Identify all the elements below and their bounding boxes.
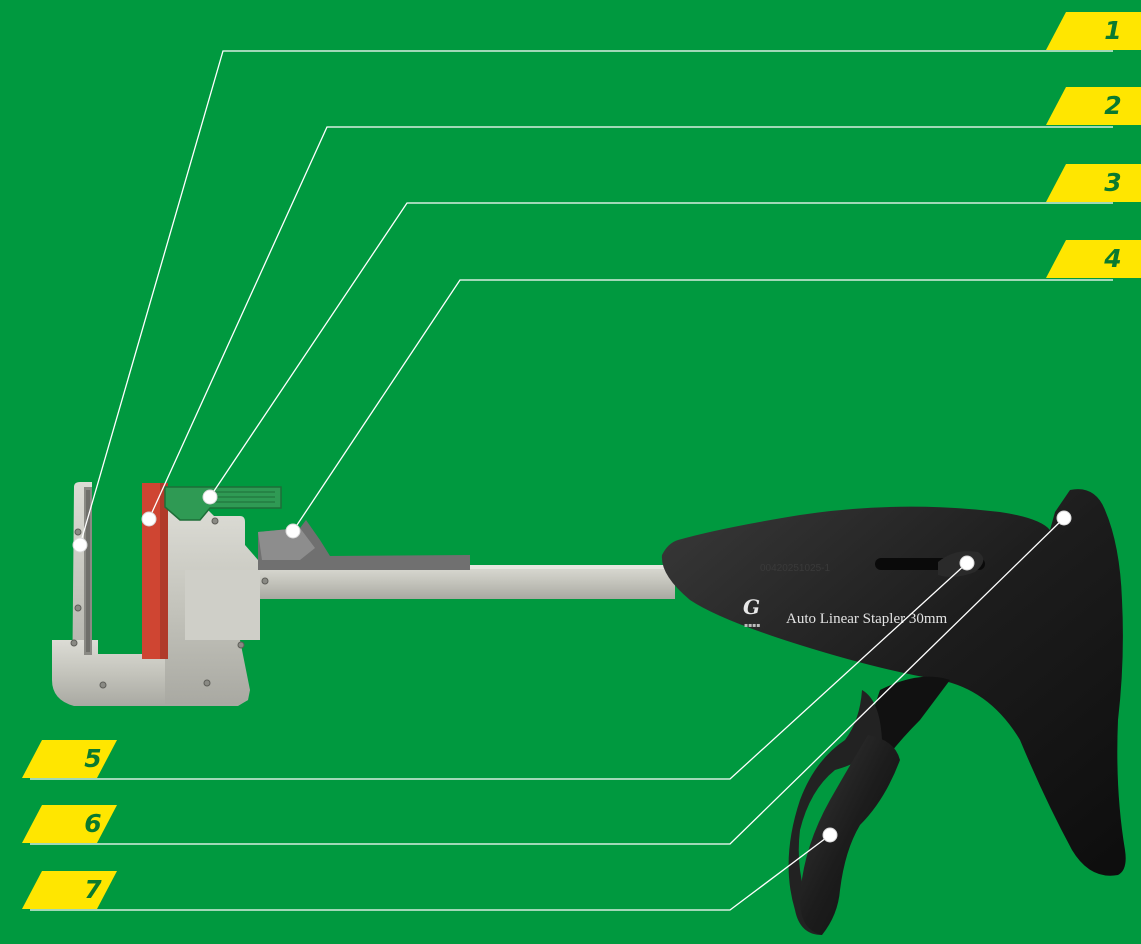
stapler-handle (662, 489, 1126, 935)
leader-line-2 (149, 127, 1113, 519)
stapler-label: Auto Linear Stapler 30mm (786, 611, 948, 627)
leader-line-1 (80, 51, 1113, 545)
leader-line-7 (30, 835, 830, 910)
cartridge-frame (165, 507, 260, 704)
serial-number: 00420251025-1 (760, 563, 831, 574)
callout-badge-3: 3 (1046, 164, 1141, 202)
callout-badge-5: 5 (22, 740, 117, 778)
callout-badge-1: 1 (1046, 12, 1141, 50)
release-lever (165, 487, 281, 520)
callout-point-3 (203, 490, 217, 504)
callout-number-5: 5 (78, 740, 108, 778)
stapler-logo: G ▪▪▪▪ (743, 595, 760, 629)
callout-number-4: 4 (1098, 240, 1128, 278)
callout-point-4 (286, 524, 300, 538)
leader-line-4 (293, 280, 1113, 531)
callout-badge-7: 7 (22, 871, 117, 909)
svg-text:▪▪▪▪: ▪▪▪▪ (744, 622, 760, 629)
callout-number-1: 1 (1098, 12, 1128, 50)
callout-badge-2: 2 (1046, 87, 1141, 125)
callout-point-7 (823, 828, 837, 842)
callout-point-2 (142, 512, 156, 526)
callout-number-3: 3 (1098, 164, 1128, 202)
callout-number-2: 2 (1098, 87, 1128, 125)
callout-point-5 (960, 556, 974, 570)
callout-point-1 (73, 538, 87, 552)
callout-point-6 (1057, 511, 1071, 525)
callout-number-7: 7 (78, 871, 108, 909)
callout-number-6: 6 (78, 805, 108, 843)
callout-badge-4: 4 (1046, 240, 1141, 278)
callout-badge-6: 6 (22, 805, 117, 843)
svg-text:G: G (743, 595, 760, 619)
staple-cartridge (142, 483, 168, 659)
